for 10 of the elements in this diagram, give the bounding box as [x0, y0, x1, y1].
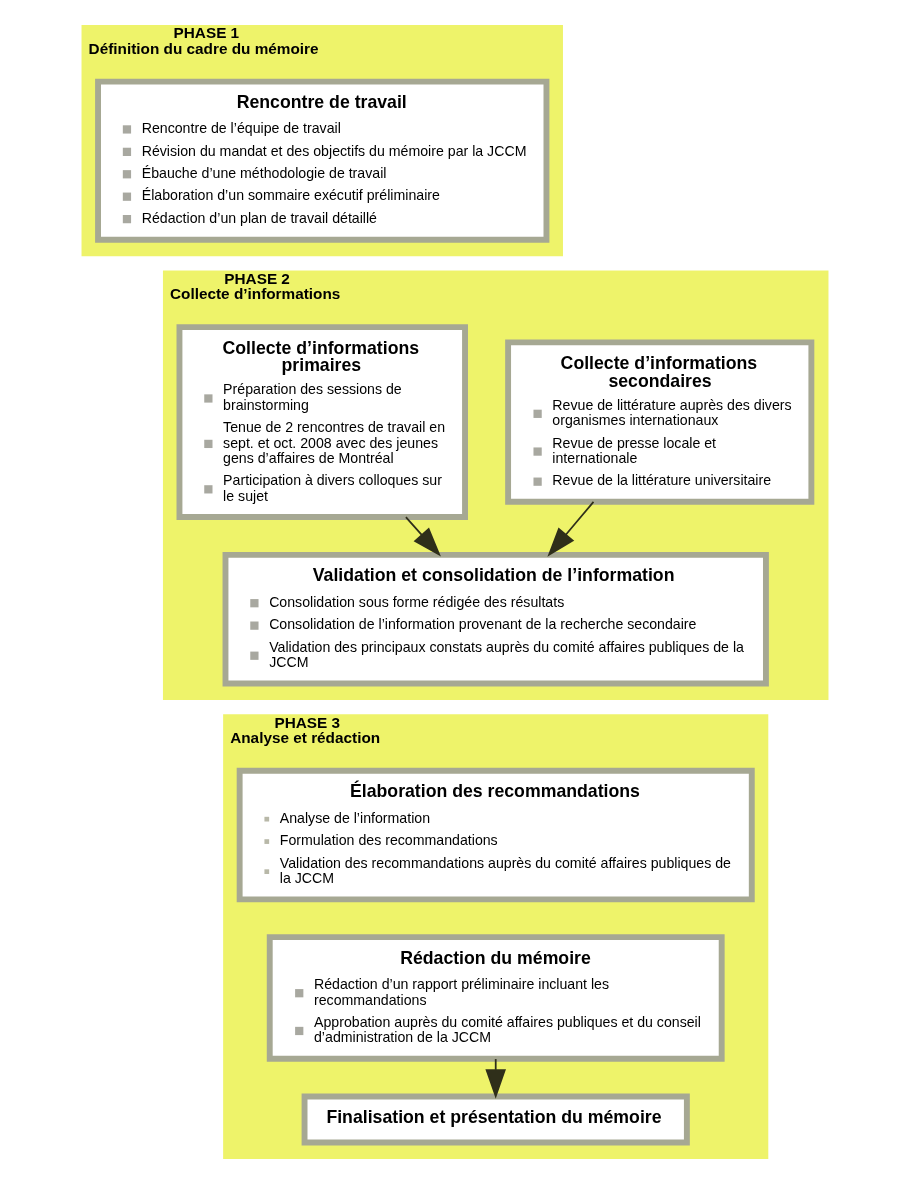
node-box: Finalisation et présentation du mémoire	[301, 1093, 690, 1146]
node-box: Rencontre de travail Rencontre de l’équipe de travail Révision du mandat et des objectifs du mémoire par la JCCM Ébauche d’une méthodologie de travail Élaboration d’un sommaire exécutif préliminaire Rédaction d’un plan de travail détaillé	[94, 78, 549, 243]
arrow	[484, 1058, 506, 1099]
node-box: Rédaction du mémoire Rédaction d’un rapport préliminaire incluant les recommandations Approbation auprès du comité affaires publiques et du conseil d’administration de la JCCM	[266, 934, 725, 1062]
node-box: Élaboration des recommandations Analyse de l’information Formulation des recommandations Validation des recommandations auprès du comité affaires publiques de la JCCM	[236, 767, 755, 903]
node-box: Validation et consolidation de l’information Consolidation sous forme rédigée des résultats Consolidation de l’information provenant de la recherche secondaire Validation des principaux constats auprès du comité affaires publiques de la JCCM	[222, 551, 769, 687]
arrow	[404, 516, 441, 557]
node-box: Collecte d’informations secondaires Revue de littérature auprès des divers organismes internationaux Revue de presse locale et internationale Revue de la littérature universitaire	[504, 339, 814, 505]
arrow	[546, 501, 594, 557]
node-box: Collecte d’informations primaires Préparation des sessions de brainstorming Tenue de 2 rencontres de travail en sept. et oct. 2008 avec des jeunes gens d’affaires de Montréal Participation à divers colloques sur le sujet	[176, 324, 468, 521]
